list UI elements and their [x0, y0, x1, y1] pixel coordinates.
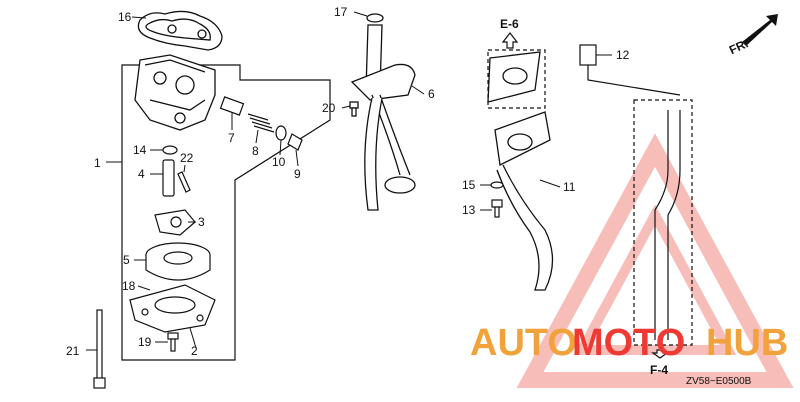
- bolts-13-15: [490, 181, 504, 218]
- callout-17: 17: [334, 5, 348, 19]
- callout-6: 6: [428, 87, 435, 101]
- oil-tube-assembly: [349, 13, 416, 211]
- ref-e6: E-6: [500, 17, 519, 31]
- leader-lines: [86, 11, 612, 351]
- callout-11: 11: [563, 180, 576, 194]
- drive-parts: [154, 145, 196, 236]
- rotor-and-cover: [129, 242, 216, 333]
- callout-19: 19: [138, 335, 152, 349]
- callout-10: 10: [272, 155, 286, 169]
- callout-4: 4: [138, 167, 145, 181]
- callout-14: 14: [133, 143, 147, 157]
- callout-1: 1: [94, 156, 101, 170]
- front-arrow-icon: [742, 14, 778, 46]
- watermark-part1: AUTO: [470, 322, 577, 364]
- callout-16: 16: [118, 10, 132, 24]
- callout-20: 20: [322, 101, 336, 115]
- callout-18: 18: [122, 279, 136, 293]
- relief-valve-parts: [219, 96, 303, 151]
- assembly-outline: [121, 64, 331, 361]
- callout-8: 8: [252, 144, 259, 158]
- callout-3: 3: [198, 215, 205, 229]
- bolt-21: [93, 309, 106, 389]
- callout-5: 5: [123, 253, 130, 267]
- callout-15: 15: [462, 178, 476, 192]
- watermark-part2: MOTO: [572, 322, 685, 364]
- ref-f4: F-4: [650, 363, 668, 377]
- watermark-text: AUTO MOTO HUB: [470, 322, 788, 364]
- bolt-19: [167, 332, 179, 352]
- callout-labels: 16 1 2 3 4 5 6 7 8 9 10 11 12 13 14 15 1…: [66, 5, 630, 358]
- oil-pump-body: [134, 54, 216, 131]
- callout-12: 12: [616, 48, 630, 62]
- diagram-code: ZV58−E0500B: [686, 376, 752, 387]
- callout-7: 7: [228, 131, 235, 145]
- callout-22: 22: [180, 151, 194, 165]
- oil-strainer-11: [487, 51, 554, 291]
- gasket-16: [137, 10, 223, 51]
- callout-13: 13: [462, 203, 476, 217]
- callout-2: 2: [191, 344, 198, 358]
- callout-9: 9: [294, 167, 301, 181]
- watermark-part3: HUB: [706, 322, 788, 364]
- callout-21: 21: [66, 344, 80, 358]
- ref-arrows: [501, 32, 669, 359]
- hose-assembly: [487, 44, 693, 346]
